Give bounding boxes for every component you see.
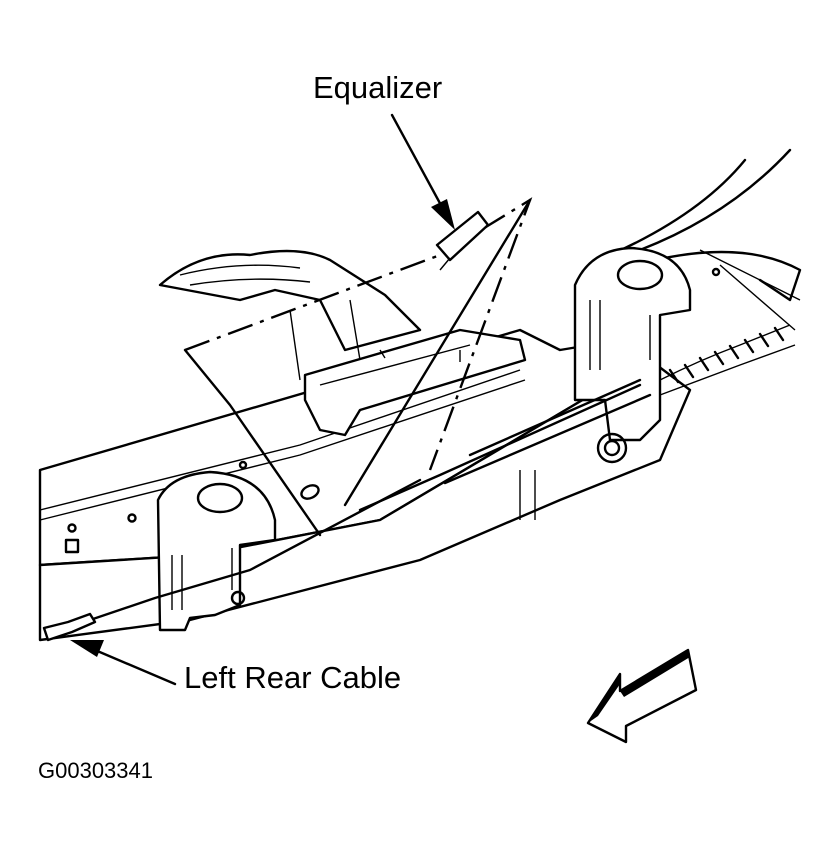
- spring-hanger-right-slot: [589, 300, 661, 370]
- spring-hanger-right: [573, 246, 692, 442]
- frame-hole: [127, 513, 137, 523]
- spring-hanger-left-eye: [196, 482, 244, 514]
- direction-arrow-icon: [586, 648, 698, 744]
- leader-arrow-icon: [390, 113, 444, 209]
- frame-hole: [711, 267, 721, 277]
- equalizer-part: [435, 210, 490, 262]
- left-rear-cable-end: [42, 612, 97, 642]
- park-brake-cable-coil-marks: [668, 326, 785, 384]
- wheel-well-detail: [699, 249, 801, 331]
- park-brake-cable-coils: [659, 324, 796, 396]
- frame-hole: [67, 523, 77, 533]
- frame-rail-edge: [39, 369, 536, 521]
- left-rear-cable-label: Left Rear Cable: [184, 660, 402, 695]
- spring-bolt-right: [596, 432, 628, 464]
- spring-hanger-left-slot: [171, 548, 233, 610]
- body-panel-ribs: [179, 264, 361, 381]
- spring-hanger-right-eye: [616, 259, 664, 291]
- body-panel: [158, 249, 422, 352]
- frame-hole: [300, 484, 320, 500]
- direction-arrow-icon-shadow: [588, 650, 690, 723]
- wheel-well-arc: [608, 148, 802, 302]
- cross-bracket-detail: [319, 344, 471, 386]
- figure-id: G00303341: [38, 758, 153, 783]
- equalizer-leader: [439, 257, 451, 271]
- frame-slot: [64, 538, 80, 554]
- frame-hole: [238, 460, 248, 470]
- leader-arrow-icon-head: [70, 640, 104, 657]
- leader-arrow-icon: [93, 648, 177, 686]
- equalizer-label: Equalizer: [313, 70, 443, 105]
- spring-bolt-left: [230, 590, 246, 606]
- spring-hanger-left: [156, 470, 277, 632]
- spring-bolt-right-nut: [603, 439, 621, 457]
- leader-arrow-icon-head: [431, 199, 455, 230]
- callout-leader: [183, 198, 532, 537]
